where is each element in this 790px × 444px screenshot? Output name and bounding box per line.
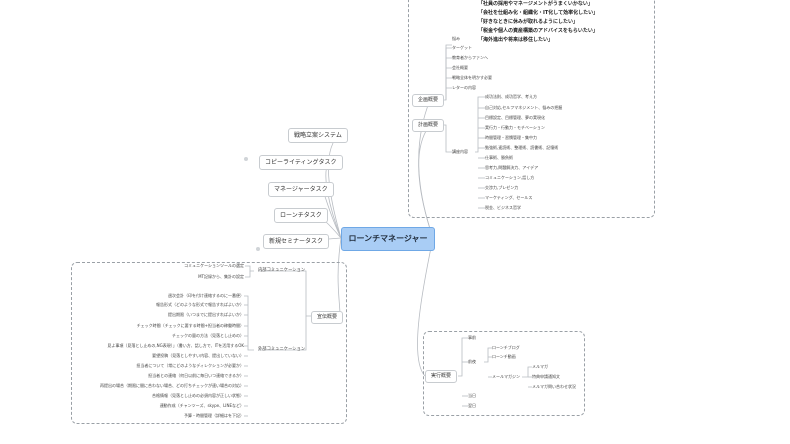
mail-item: メルマガ問い合わせ状況 [532, 384, 576, 389]
external-item: 再提出の場合（期限に間に合わない場合、どの打ちチェックが速い場合の対応） [100, 383, 244, 388]
quote-line: 「税金や個人の資産構築のアドバイスをもらいたい」 [478, 28, 598, 34]
external-item: チェックの量の方法（見落とし止めの） [172, 333, 244, 338]
external-item: 予算・時間管理（詳細はを下記） [184, 413, 244, 418]
kikaku-item: 教育者からファンへ [452, 55, 488, 60]
kyoiku-item: 目標設定、目標管理、夢の実現化 [485, 115, 545, 120]
quote-line: 「海外進出や将来は移住したい」 [478, 37, 554, 43]
quote-line: 「会社を仕組み化・組織化・IT化して効率化したい」 [478, 10, 599, 16]
external-item: 連動作成（チャンツーズ、skype、LINEなど） [159, 403, 244, 408]
kyoiku-item: マーケティング、セールス [485, 195, 533, 200]
collapse-dot-icon[interactable] [244, 157, 248, 161]
execution-item: 翌日 [468, 403, 476, 408]
external-item: 提出期限（いつまでに提出すればよいか） [168, 312, 244, 317]
execution-item: 前夜 [468, 359, 476, 364]
external-item: 担当者について（常にどのようなディレクションが必要か） [136, 363, 244, 368]
node-senden-gaiyou[interactable]: 宣伝概要 [311, 311, 344, 324]
node-jikkou-gaiyou[interactable]: 実行概要 [425, 370, 458, 383]
promotion-sub-external: 外部コミュニケーション [258, 347, 306, 352]
branch-manager-task[interactable]: マネージャータスク [268, 182, 334, 197]
kikaku-item: 悩み [452, 36, 460, 41]
internal-item: コミュニケーションツールの選定 [184, 263, 244, 268]
external-item: 見よ事項（見落とし止めの,NG表現）」（書い方、話し方で、ITを活用するOK [107, 343, 244, 348]
kyoiku-item: 実行力・行動力・モチベーション [485, 125, 545, 130]
kikaku-item: ターゲット [452, 45, 472, 50]
top-group-frame [408, 0, 655, 218]
kyoiku-item: 税金、ビジネス哲学 [485, 205, 521, 210]
external-item: 報告形式（どのような形式で報告すればよいか） [156, 302, 244, 307]
execution-item: 当日 [468, 393, 476, 398]
external-item: チェック時間（チェックに要する時間+担当者の稼働時間） [136, 323, 244, 328]
mail-item: メルマガ [532, 364, 548, 369]
external-item: 週次会計（印を付け連絡するのに一番便） [168, 293, 244, 298]
branch-copywriting-task[interactable]: コピーライティングタスク [259, 155, 343, 170]
external-item: 担当者との連絡（何日以前に毎日いつ連絡できるか） [148, 373, 244, 378]
branch-launch-task[interactable]: ローンチタスク [274, 208, 328, 223]
quote-line: 「好きなときに休みが取れるようにしたい」 [478, 19, 579, 25]
kikaku-item: レターの内容 [452, 85, 476, 90]
zenya-item: ローンチ動画 [492, 354, 516, 359]
zenya-item: ローンチブログ [492, 345, 520, 350]
kyoiku-item: 勉強術,速読術、整理術、読書術、記憶術 [485, 145, 559, 150]
kyoiku-item: 仕事術、勝負術 [485, 155, 513, 160]
branch-strategy-system[interactable]: 戦略立案システム [288, 128, 348, 143]
zenya-item: メールマガジン [492, 374, 520, 379]
promotion-group-frame [71, 262, 347, 424]
collapse-dot-icon[interactable] [256, 247, 260, 251]
node-keikaku-gaiyou[interactable]: 計画概要 [412, 119, 445, 132]
kikaku-item: 会社概要 [452, 65, 468, 70]
promotion-sub-internal: 内部コミュニケーション [258, 268, 306, 273]
quote-line: 「社員の採用やマネージメントがうまくいかない」 [478, 1, 593, 7]
kyoiku-item: 自己対応,セルフマネジメント、悩みの把握 [485, 105, 563, 110]
execution-group-frame [423, 331, 585, 416]
kyoiku-item: 思考力,問題解決力、アイデア [485, 165, 539, 170]
external-item: 要望投稿（見落としやすい内容、提出していない） [152, 353, 244, 358]
kikaku-item: 戦略全体を明かす必要 [452, 75, 492, 80]
kyoiku-item: コミュニケーション,話し方 [485, 175, 535, 180]
internal-item: MT記録から、集計の設定 [198, 274, 244, 279]
external-item: 合格情報（見落とし止めの必須内容が正しい状態） [152, 393, 244, 398]
kyoiku-item: 成功法則、成功哲学、考え方 [485, 94, 537, 99]
mail-item: 特典申請通知文 [532, 374, 560, 379]
kyoiku-label: 講座内容 [452, 149, 468, 154]
root-node[interactable]: ローンチマネージャー [341, 227, 435, 251]
kyoiku-item: 時間管理・習慣管理・集中力 [485, 135, 537, 140]
execution-item: 事前 [468, 335, 476, 340]
branch-seminar-task[interactable]: 新規セミナータスク [263, 234, 330, 249]
kyoiku-item: 交渉力,プレゼン力 [485, 185, 519, 190]
node-kikaku-gaiyou[interactable]: 企画概要 [412, 94, 445, 107]
